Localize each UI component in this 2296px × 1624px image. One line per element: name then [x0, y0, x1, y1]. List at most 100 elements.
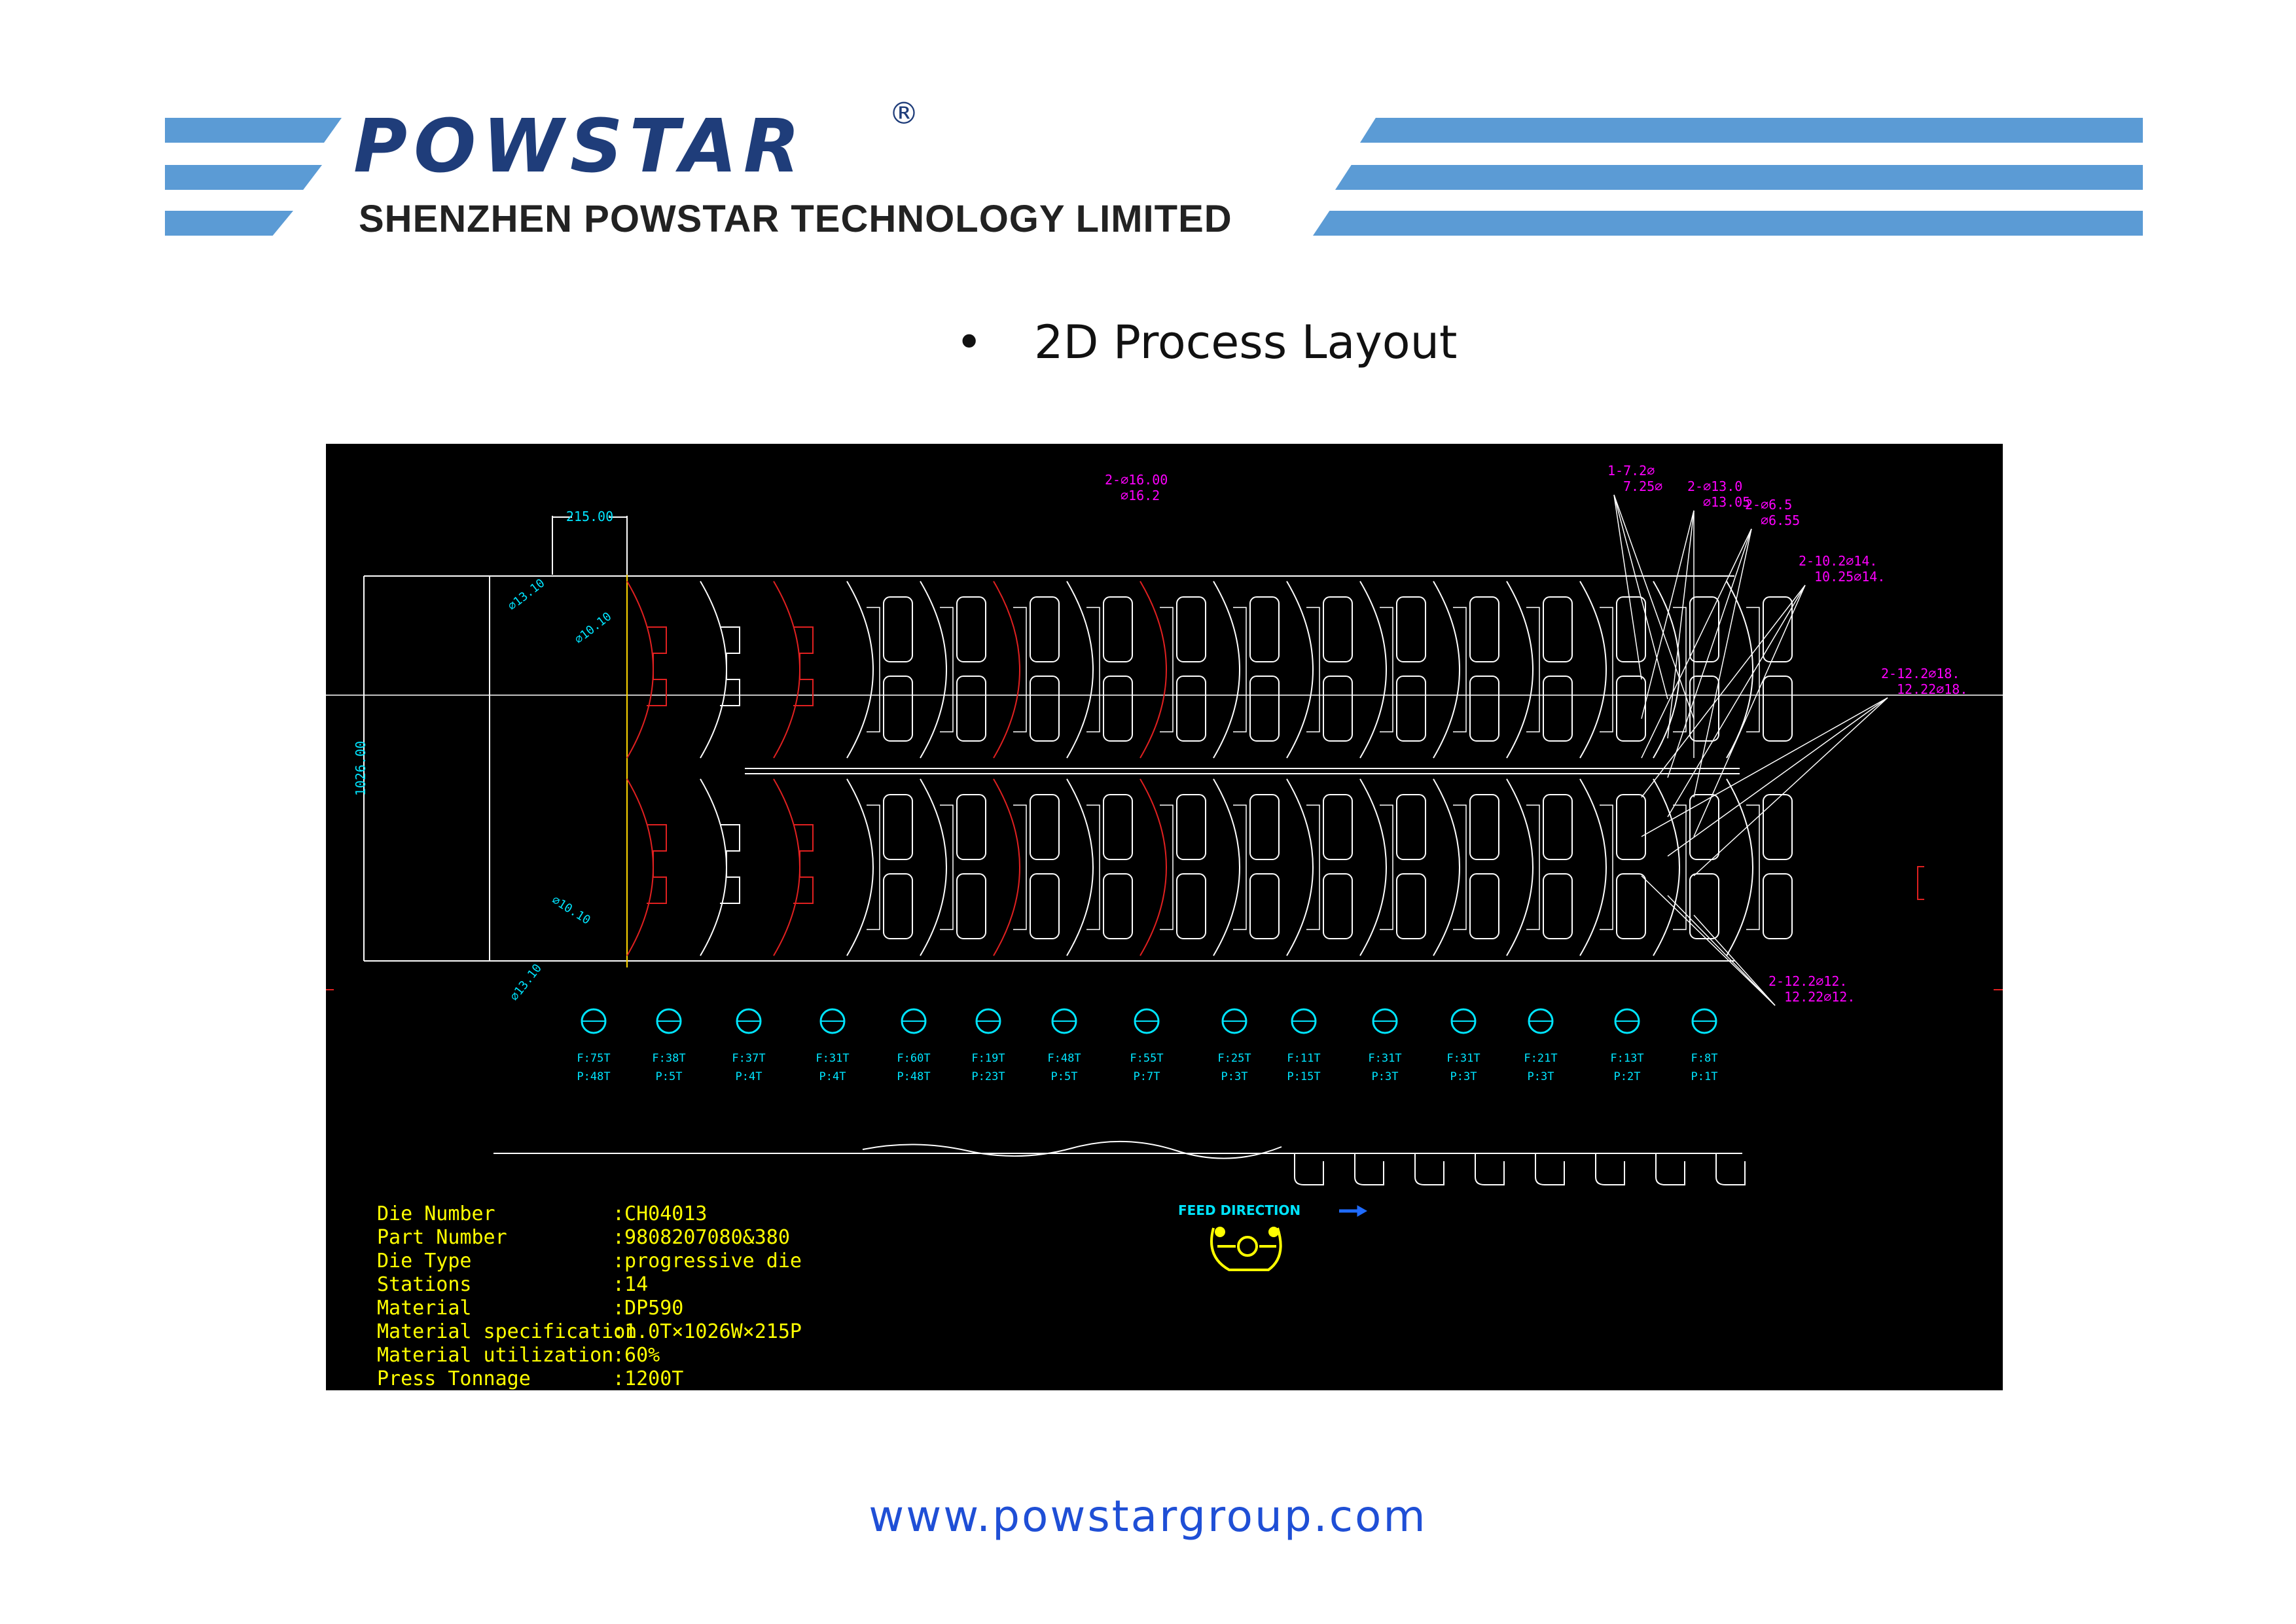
slide-heading: •2D Process Layout — [956, 316, 1457, 369]
station-force: F:25T — [1217, 1052, 1251, 1065]
strip-part — [626, 581, 667, 956]
station-force: F:11T — [1287, 1052, 1320, 1065]
callout: 2-12.2⌀18.12.22⌀18. — [1881, 666, 1967, 697]
station-pressure: P:3T — [1450, 1070, 1477, 1083]
station-force: F:48T — [1047, 1052, 1081, 1065]
station-pressure: P:5T — [1051, 1070, 1078, 1083]
station-pressure: P:3T — [1372, 1070, 1399, 1083]
strip-part — [1213, 581, 1280, 956]
operator-symbol-icon — [1210, 1227, 1282, 1271]
strip-part — [700, 581, 740, 956]
leader-line — [1667, 697, 1888, 857]
strip-parts — [626, 581, 1793, 956]
side-view-part — [1715, 1153, 1746, 1185]
leader-line — [1613, 494, 1695, 719]
right-stripe-1 — [1360, 118, 2143, 143]
callout-line-2: ⌀13.05 — [1703, 494, 1750, 510]
station-force: F:31T — [1368, 1052, 1401, 1065]
callout-line-1: 2-⌀13.0 — [1687, 478, 1742, 494]
side-view-part — [1595, 1153, 1625, 1185]
leader-line — [1613, 494, 1668, 700]
station-force: F:75T — [577, 1052, 610, 1065]
station-pressure: P:48T — [897, 1070, 930, 1083]
callout-line-2: 10.25⌀14. — [1814, 569, 1885, 585]
station-pressure: P:4T — [736, 1070, 762, 1083]
leader-line — [1641, 585, 1806, 798]
callout-leaders — [1613, 494, 1888, 1006]
leader-line — [1641, 875, 1776, 1006]
callout-line-1: 2-12.2⌀18. — [1881, 666, 1960, 681]
station-markers: F:75TP:48TF:38TP:5TF:37TP:4TF:31TP:4TF:6… — [577, 1008, 1718, 1083]
spec-label: Part Number — [377, 1226, 507, 1249]
side-view-profile — [862, 1140, 1746, 1185]
leader-line — [1641, 510, 1695, 719]
strip-part — [773, 581, 814, 956]
callout-line-1: 2-12.2⌀12. — [1768, 973, 1847, 989]
feed-direction-label: FEED DIRECTION — [1178, 1202, 1300, 1218]
leader-line — [1641, 528, 1752, 759]
leader-line — [1613, 494, 1642, 680]
website-url: www.powstargroup.com — [869, 1491, 1427, 1542]
leader-line — [1693, 585, 1806, 837]
spec-label: Die Type — [377, 1250, 472, 1272]
station-force: F:38T — [652, 1052, 685, 1065]
spec-value: :14 — [613, 1273, 648, 1296]
station-marker: F:31T P:3T — [1446, 1008, 1480, 1083]
callout-line-1: 2-⌀6.5 — [1745, 497, 1792, 513]
pitch-dimension-label: 215.00 — [566, 509, 613, 524]
strip-part — [1506, 581, 1573, 956]
spec-value: :progressive die — [613, 1250, 802, 1272]
station-marker: F:8T P:1T — [1691, 1008, 1718, 1083]
left-stripe-2 — [165, 165, 322, 190]
station-force: F:31T — [816, 1052, 849, 1065]
registered-mark: ® — [889, 96, 919, 131]
station-pressure: P:15T — [1287, 1070, 1320, 1083]
spec-label: Material utilization — [377, 1344, 613, 1367]
side-view-part — [1294, 1153, 1324, 1185]
callout: 2-⌀13.0⌀13.05 — [1687, 478, 1750, 510]
leader-line — [1667, 895, 1776, 1006]
station-force: F:55T — [1130, 1052, 1163, 1065]
station-pressure: P:3T — [1528, 1070, 1554, 1083]
lower-pilot-label: ⌀10.10 — [549, 893, 592, 927]
strip-part — [1066, 581, 1133, 956]
callout: 2-12.2⌀12.12.22⌀12. — [1768, 973, 1855, 1005]
callout: 2-10.2⌀14.10.25⌀14. — [1799, 553, 1885, 585]
spec-label: Material specification — [377, 1320, 637, 1343]
station-force: F:31T — [1446, 1052, 1480, 1065]
side-view-part — [1354, 1153, 1384, 1185]
station-pressure: P:48T — [577, 1070, 610, 1083]
strip-part — [1359, 581, 1426, 956]
strip-part — [993, 581, 1060, 956]
callout-line-2: 7.25⌀ — [1623, 478, 1662, 494]
leader-line — [1667, 585, 1806, 818]
station-pressure: P:1T — [1691, 1070, 1718, 1083]
callout-line-1: 2-⌀16.00 — [1105, 472, 1168, 488]
strip-part — [1286, 581, 1353, 956]
brand-logo: POWSTAR — [353, 104, 807, 189]
station-marker: F:55T P:7T — [1130, 1008, 1164, 1083]
station-marker: F:31T P:4T — [816, 1008, 850, 1083]
station-pressure: P:7T — [1134, 1070, 1160, 1083]
station-force: F:8T — [1691, 1052, 1718, 1065]
leader-line — [1693, 528, 1752, 798]
bullet: • — [956, 316, 983, 369]
station-pressure: P:4T — [819, 1070, 846, 1083]
spec-label: Material — [377, 1297, 472, 1320]
station-pressure: P:23T — [971, 1070, 1005, 1083]
station-marker: F:31T P:3T — [1368, 1008, 1402, 1083]
station-pressure: P:2T — [1614, 1070, 1641, 1083]
pitch-dimension — [552, 516, 628, 575]
process-layout-drawing: 215.00 1026.00 ⌀13.10 ⌀10.10 ⌀10.10 ⌀13.… — [326, 444, 2003, 1390]
strip-part — [1579, 581, 1646, 956]
callout-line-2: 12.22⌀18. — [1897, 681, 1967, 697]
upper-pilot-label: ⌀10.10 — [572, 609, 614, 647]
spec-label: Press Tonnage — [377, 1367, 531, 1390]
cad-canvas: 215.00 1026.00 ⌀13.10 ⌀10.10 ⌀10.10 ⌀13.… — [326, 463, 2003, 1390]
leader-line — [1667, 510, 1695, 739]
right-stripe-3 — [1313, 211, 2143, 236]
bottom-left-hole-label: ⌀13.10 — [507, 962, 545, 1003]
